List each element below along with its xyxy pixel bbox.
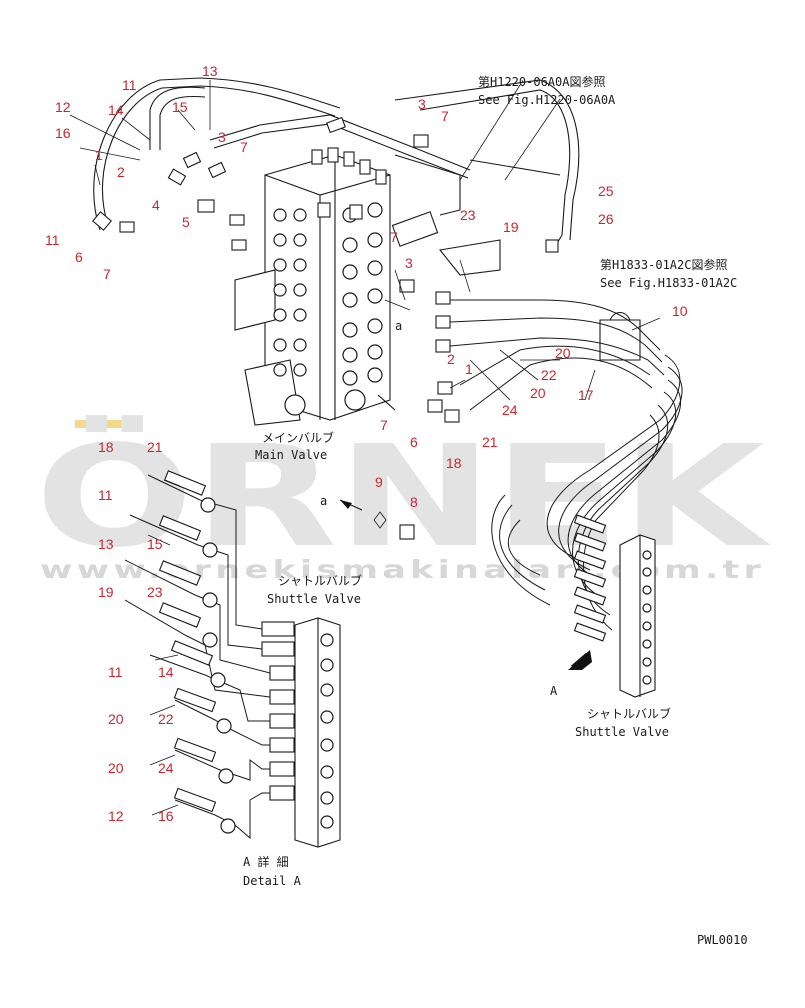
detail-a-hoses (124, 470, 271, 840)
drawing-number: PWL0010 (697, 933, 748, 947)
callout-17: 17 (578, 387, 594, 403)
callout-15: 15 (172, 99, 188, 115)
callout-22-b: 22 (158, 711, 174, 727)
shuttle-valve-detail (261, 617, 341, 848)
callout-21: 21 (482, 434, 498, 450)
ref-top-en: See Fig.H1220-06A0A (478, 93, 616, 107)
main-valve-label-en: Main Valve (255, 448, 327, 462)
callout-13: 13 (202, 63, 218, 79)
callout-8: 8 (410, 494, 418, 510)
shuttle-valve-right (619, 534, 656, 698)
callout-12-b: 12 (108, 808, 124, 824)
view-a-arrow (568, 650, 592, 671)
callout-18-b: 18 (98, 439, 114, 455)
shuttle-valve-center-en: Shuttle Valve (267, 592, 361, 606)
callout-1-b: 1 (465, 361, 473, 377)
callout-5: 5 (182, 214, 190, 230)
hose-bundle (449, 299, 683, 642)
callout-26: 26 (598, 211, 614, 227)
callout-2-b: 2 (447, 351, 455, 367)
hose-end-fittings (573, 514, 607, 642)
watermark-accent-left (75, 420, 97, 428)
callout-3: 3 (218, 129, 226, 145)
watermark: ÖRNEK www.ornekismakinalari.com.tr (35, 414, 771, 584)
callout-11-d: 11 (108, 664, 123, 680)
view-small-a-label-1: a (395, 319, 402, 333)
small-parts (339, 394, 396, 529)
detail-a-label-jp: A 詳 細 (243, 854, 289, 869)
callout-13-b: 13 (98, 536, 114, 552)
shuttle-valve-center-jp: シャトルバルブ (278, 573, 362, 588)
callout-7-d: 7 (390, 229, 398, 245)
ref-right-en: See Fig.H1833-01A2C (600, 276, 737, 290)
callout-23-b: 23 (147, 584, 163, 600)
shuttle-valve-right-en: Shuttle Valve (575, 725, 669, 739)
callout-20-b: 20 (530, 385, 546, 401)
callout-12: 12 (55, 99, 71, 115)
callout-21-b: 21 (147, 439, 163, 455)
callout-7-b: 7 (103, 266, 111, 282)
shuttle-valve-right-jp: シャトルバルブ (587, 706, 671, 721)
callout-16-b: 16 (158, 808, 174, 824)
callout-11: 11 (122, 77, 137, 93)
captions: 第H1220-06A0A図参照 See Fig.H1220-06A0A 第H18… (243, 74, 748, 947)
callout-20-c: 20 (108, 711, 124, 727)
callout-23: 23 (460, 207, 476, 223)
callout-22: 22 (541, 367, 557, 383)
callout-7-e: 7 (380, 417, 388, 433)
callout-16: 16 (55, 125, 71, 141)
callout-14: 14 (108, 102, 124, 118)
callout-15-b: 15 (147, 536, 163, 552)
callout-20-d: 20 (108, 760, 124, 776)
upper-pipe-loop (92, 77, 580, 276)
callout-11-b: 11 (45, 232, 60, 248)
callout-24: 24 (502, 402, 518, 418)
callout-11-c: 11 (98, 487, 113, 503)
callout-14-b: 14 (158, 664, 174, 680)
callout-3-c: 3 (405, 255, 413, 271)
callout-19: 19 (503, 219, 519, 235)
main-valve-ports-left (273, 208, 307, 377)
callout-7-c: 7 (441, 108, 449, 124)
callout-4: 4 (152, 197, 160, 213)
callout-1: 1 (95, 147, 103, 163)
callout-7: 7 (240, 139, 248, 155)
ref-top-jp: 第H1220-06A0A図参照 (478, 74, 605, 89)
callout-20: 20 (555, 345, 571, 361)
callout-3-b: 3 (418, 96, 426, 112)
valve-right-fittings (384, 134, 460, 540)
main-valve (229, 147, 439, 426)
watermark-url: www.ornekismakinalari.com.tr (40, 555, 765, 584)
ref-right-jp: 第H1833-01A2C図参照 (600, 257, 727, 272)
callout-25: 25 (598, 183, 614, 199)
view-small-a-label-2: a (320, 494, 327, 508)
main-valve-ports-right (342, 202, 383, 386)
detail-a-label-en: Detail A (243, 874, 302, 888)
callout-9: 9 (375, 474, 383, 490)
callout-24-b: 24 (158, 760, 174, 776)
watermark-accent-right (106, 420, 128, 428)
callout-19-b: 19 (98, 584, 114, 600)
leader-lines (69, 80, 661, 816)
view-a-label: A (550, 684, 558, 698)
callout-18: 18 (446, 455, 462, 471)
callout-6-b: 6 (410, 434, 418, 450)
callout-6: 6 (75, 249, 83, 265)
callouts: 13 11 12 14 15 16 3 7 1 2 4 5 11 6 7 3 7… (45, 63, 688, 824)
main-valve-label-jp: メインバルブ (262, 430, 334, 445)
callout-10: 10 (672, 303, 688, 319)
callout-2: 2 (117, 164, 125, 180)
